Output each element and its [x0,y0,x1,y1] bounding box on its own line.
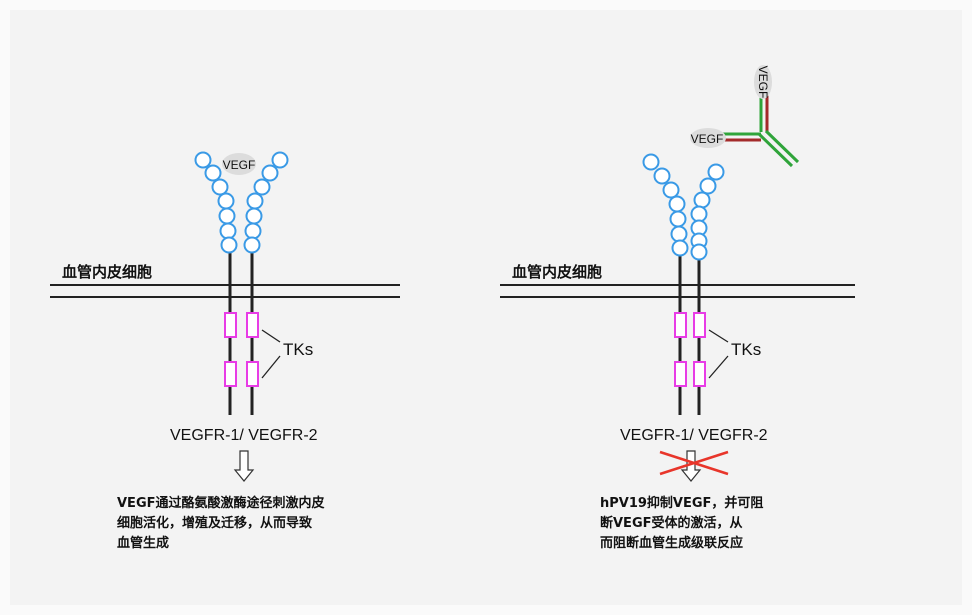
right-membrane [500,284,855,298]
antibody-bound-vegf-top [754,65,772,99]
ig-domain-circle [219,222,237,240]
right-receptor-label: VEGFR-1/ VEGFR-2 [620,427,768,444]
ig-domain-circle [217,192,235,210]
ig-domain-circle [253,178,271,196]
left-vegf-label: VEGF [223,158,256,172]
ig-domain-circle [243,236,261,254]
left-tk-boxes [224,312,259,387]
ig-domain-circle [669,210,687,228]
ig-domain-circle [642,153,660,171]
ig-domain-circle [670,225,688,243]
ig-domain-circle [244,222,262,240]
right-panel: 血管内皮细胞 VEGF VEGF [500,65,855,551]
left-caption-line: VEGF通过酪氨酸激酶途径刺激内皮 [117,495,325,511]
right-caption-line: hPV19抑制VEGF，并可阻 [600,495,763,511]
antibody [722,92,800,168]
left-tk-pointer-lines [261,329,281,379]
antibody-bound-vegf-left [690,128,726,148]
right-down-arrow [680,450,702,482]
left-receptor-label: VEGFR-1/ VEGFR-2 [170,427,318,444]
ig-domain-circle [699,177,717,195]
block-cross [659,450,729,476]
antibody-vegf-label-top: VEGF [756,66,770,99]
ig-domain-circle [690,243,708,261]
ig-domain-circle [662,181,680,199]
right-caption-line: 而阻断血管生成级联反应 [600,535,743,551]
right-caption-line: 断VEGF受体的激活，从 [600,515,743,531]
right-tk-pointer-lines [708,329,729,379]
left-receptor-domains [194,151,289,254]
page-background [10,10,962,605]
left-vegf-ligand [222,153,256,175]
ig-domain-circle [194,151,212,169]
left-tks-label: TKs [283,340,313,359]
ig-domain-circle [246,192,264,210]
antibody-vegf-label-left: VEGF [691,132,724,146]
ig-domain-circle [261,164,279,182]
ig-domain-circle [204,164,222,182]
right-receptor-domains [642,153,725,261]
left-membrane [50,284,400,298]
ig-domain-circle [211,178,229,196]
left-caption-line: 血管生成 [117,535,169,551]
left-caption-line: 细胞活化，增殖及迁移，从而导致 [117,515,313,531]
left-membrane-label: 血管内皮细胞 [62,263,152,281]
ig-domain-circle [668,195,686,213]
ig-domain-circle [671,239,689,257]
ig-domain-circle [693,191,711,209]
right-caption: hPV19抑制VEGF，并可阻 断VEGF受体的激活，从 而阻断血管生成级联反应 [600,495,763,551]
left-caption: VEGF通过酪氨酸激酶途径刺激内皮 细胞活化，增殖及迁移，从而导致 血管生成 [117,495,325,551]
ig-domain-circle [218,207,236,225]
ig-domain-circle [271,151,289,169]
ig-domain-circle [245,207,263,225]
right-membrane-label: 血管内皮细胞 [512,263,602,281]
right-tk-boxes [674,312,706,387]
left-panel: 血管内皮细胞 VEGF TKs VEGFR-1/ VEGFR-2 VEGF通过酪… [50,151,400,551]
ig-domain-circle [653,167,671,185]
ig-domain-circle [220,236,238,254]
ig-domain-circle [707,163,725,181]
left-down-arrow [233,450,255,482]
right-tks-label: TKs [731,340,761,359]
ig-domain-circle [690,205,708,223]
